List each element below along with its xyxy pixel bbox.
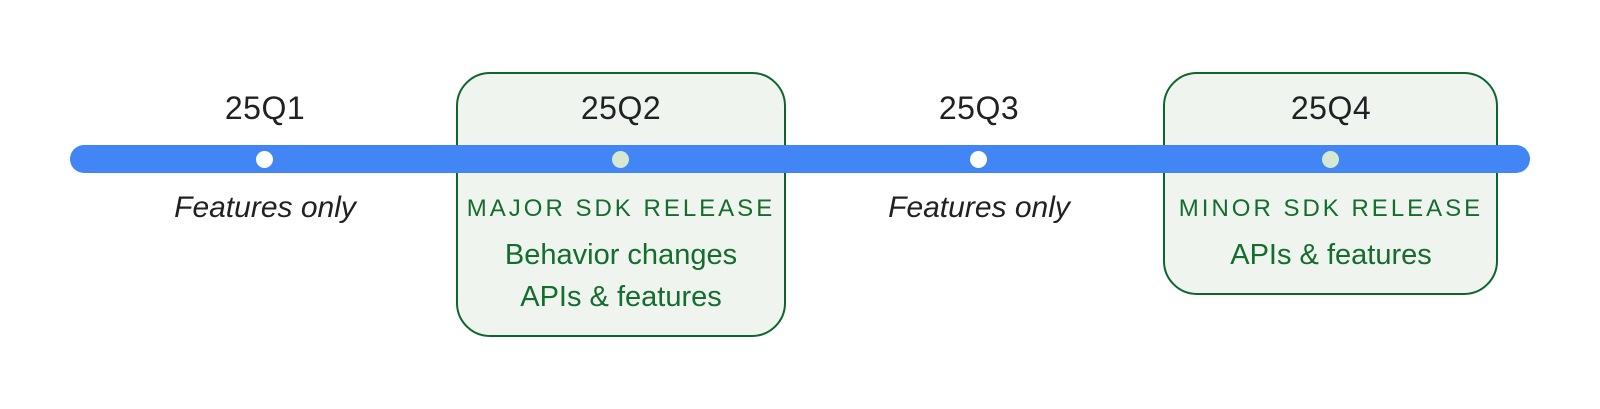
major-sdk-release-heading: MAJOR SDK RELEASE bbox=[466, 195, 776, 222]
quarter-label-25q3: 25Q3 bbox=[938, 90, 1020, 126]
quarter-label-25q4: 25Q4 bbox=[1290, 90, 1372, 126]
milestone-dot-25q2 bbox=[612, 151, 629, 168]
major-release-detail-behavior-changes: Behavior changes bbox=[504, 239, 738, 271]
milestone-dot-25q1 bbox=[256, 151, 273, 168]
quarter-label-25q2: 25Q2 bbox=[580, 90, 662, 126]
timeline-bar bbox=[70, 145, 1530, 173]
minor-release-detail-apis-features: APIs & features bbox=[1230, 239, 1432, 271]
quarter-label-25q1: 25Q1 bbox=[224, 90, 306, 126]
milestone-dot-25q3 bbox=[970, 151, 987, 168]
major-sdk-release-box bbox=[456, 72, 786, 337]
minor-sdk-release-heading: MINOR SDK RELEASE bbox=[1178, 195, 1484, 222]
milestone-dot-25q4 bbox=[1322, 151, 1339, 168]
features-only-note-25q1: Features only bbox=[174, 191, 356, 224]
major-release-detail-apis-features: APIs & features bbox=[520, 281, 722, 313]
features-only-note-25q3: Features only bbox=[888, 191, 1070, 224]
minor-sdk-release-box bbox=[1163, 72, 1498, 295]
